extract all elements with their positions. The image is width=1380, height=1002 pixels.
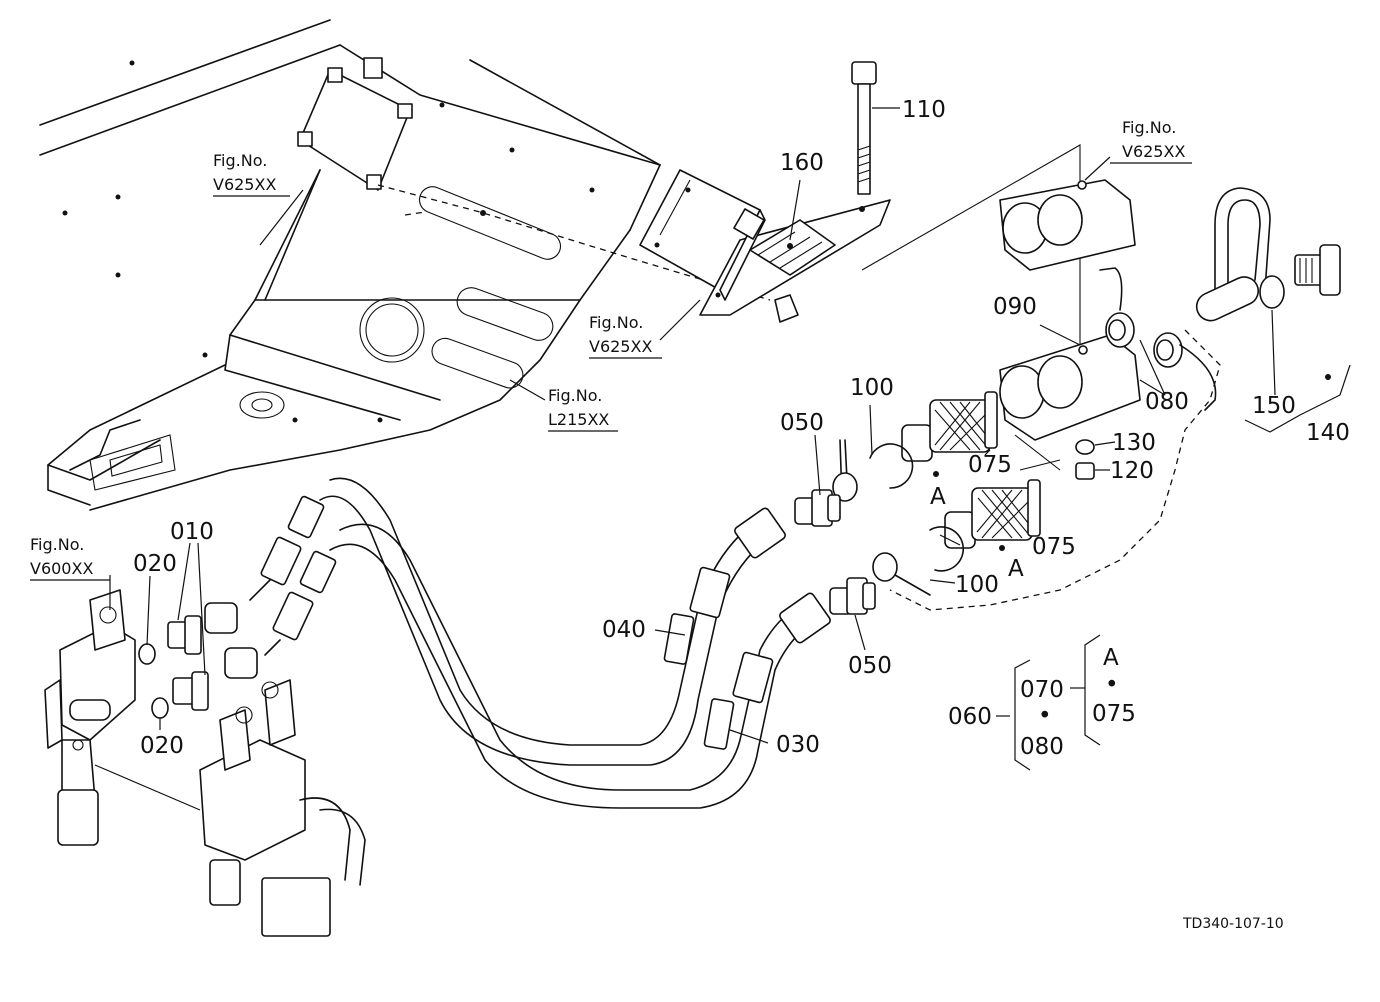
part-label-080: 080 xyxy=(1145,389,1189,415)
leader-lines xyxy=(109,107,1351,744)
figure-ref-line1: Fig.No. xyxy=(30,535,84,554)
part-number-labels: 110 160 090 080 150 140 100 050 075 130 … xyxy=(133,97,1350,759)
figure-ref-l215xx: Fig.No. L215XX xyxy=(548,386,618,432)
figure-ref-v625xx-middle: Fig.No. V625XX xyxy=(589,313,662,359)
figure-ref-v625xx-left: Fig.No. V625XX xyxy=(213,151,290,197)
part-label-a-lower: A xyxy=(1008,556,1024,582)
bolt-110 xyxy=(851,61,877,195)
part-label-140: 140 xyxy=(1306,420,1350,446)
part-label-010: 010 xyxy=(170,519,214,545)
figure-ref-v625xx-right: Fig.No. V625XX xyxy=(1110,118,1192,164)
part-label-120: 120 xyxy=(1110,458,1154,484)
part-label-110: 110 xyxy=(902,97,946,123)
coupler-holder-090 xyxy=(999,334,1141,441)
figure-ref-line1: Fig.No. xyxy=(589,313,643,332)
figure-ref-v600xx: Fig.No. V600XX xyxy=(30,535,110,581)
part-label-050-lower: 050 xyxy=(848,653,892,679)
part-label-075-lower: 075 xyxy=(1032,534,1076,560)
part-label-100-lower: 100 xyxy=(955,572,999,598)
assembly-table: 060 070 • 080 A • 075 xyxy=(948,634,1136,771)
figure-ref-line2: L215XX xyxy=(548,410,609,429)
part-label-130: 130 xyxy=(1112,430,1156,456)
part-label-160: 160 xyxy=(780,150,824,176)
part-label-150: 150 xyxy=(1252,393,1296,419)
pin-150 xyxy=(1195,187,1341,322)
part-label-020-upper: 020 xyxy=(133,551,177,577)
part-label-040: 040 xyxy=(602,617,646,643)
adapter-050-upper xyxy=(794,489,841,527)
part-label-a-upper: A xyxy=(930,484,946,510)
bracket-assembly xyxy=(639,169,891,323)
coupler-holder-upper xyxy=(999,179,1136,271)
assembly-item-075: 075 xyxy=(1092,701,1136,727)
part-label-090: 090 xyxy=(993,294,1037,320)
part-label-050-upper: 050 xyxy=(780,410,824,436)
figure-ref-line1: Fig.No. xyxy=(1122,118,1176,137)
adapter-050-lower xyxy=(829,577,876,615)
dust-caps-080 xyxy=(1099,267,1217,411)
assembly-item-070: 070 xyxy=(1020,677,1064,703)
adapters-010 xyxy=(138,615,209,719)
figure-ref-line1: Fig.No. xyxy=(548,386,602,405)
part-label-030: 030 xyxy=(776,732,820,758)
snap-rings xyxy=(832,434,1095,596)
hose-030 xyxy=(329,523,831,809)
part-label-100-upper: 100 xyxy=(850,375,894,401)
coupler-075-lower xyxy=(944,479,1041,549)
coupler-075-upper xyxy=(901,391,998,462)
figure-ref-line2: V600XX xyxy=(30,559,93,578)
figure-ref-line2: V625XX xyxy=(1122,142,1185,161)
assembly-item-a: A xyxy=(1103,645,1119,671)
figure-ref-line2: V625XX xyxy=(213,175,276,194)
control-valve-right xyxy=(94,679,366,937)
hose-fittings-left xyxy=(204,495,337,679)
assembly-parent-060: 060 xyxy=(948,704,992,730)
drawing-id: TD340-107-10 xyxy=(1182,916,1284,932)
assembly-separator-left: • xyxy=(1038,703,1052,729)
assembly-item-080: 080 xyxy=(1020,734,1064,760)
part-label-020-lower: 020 xyxy=(140,733,184,759)
group-boundary xyxy=(861,144,1221,611)
figure-ref-line1: Fig.No. xyxy=(213,151,267,170)
part-label-075-upper: 075 xyxy=(968,452,1012,478)
hose-040 xyxy=(319,477,786,766)
control-valve-left xyxy=(44,589,136,846)
assembly-separator-right: • xyxy=(1105,672,1119,698)
figure-ref-line2: V625XX xyxy=(589,337,652,356)
